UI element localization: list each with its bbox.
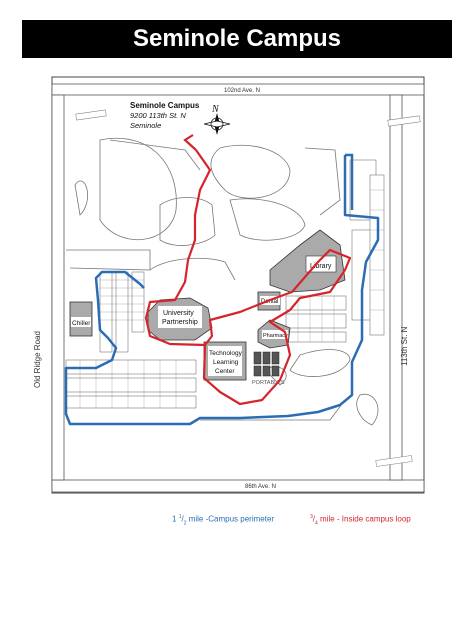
legend-perimeter-text: mile -Campus perimeter [186,514,275,524]
legend-perimeter-den: 2 [183,520,187,527]
legend-inside-loop: 3/4 mile - Inside campus loop [310,514,411,527]
university-label-1: University [163,310,194,317]
road-label-bottom: 86th Ave. N [245,484,276,490]
library-label: Library [310,263,332,270]
legend-loop-num: 3 [310,514,313,520]
university-label-2: Partnership [162,319,198,326]
legend-loop-den: 4 [315,520,318,527]
building-technology-learning-center: Technology Learning Center [203,341,247,381]
legend-perimeter-prefix: 1 [172,514,177,524]
tech-label-2: Learning [213,359,239,366]
legend-perimeter: 1 1/2 mile -Campus perimeter [172,514,275,527]
road-bottom: 86th Ave. N [51,479,425,493]
legend-perimeter-num: 1 [178,514,182,520]
campus-name: Seminole Campus [130,101,200,110]
road-label-right: 113th St. N [400,326,409,366]
road-right: 113th St. N [389,94,409,481]
dental-label: Dental [261,299,278,305]
legend-loop-text: mile - Inside campus loop [317,514,411,524]
campus-city: Seminole [130,121,161,130]
perimeter-route [64,155,380,426]
compass-icon: N [203,104,231,135]
road-label-left: Old Ridge Road [33,331,42,388]
campus-address: 9200 113th St. N [130,111,186,120]
road-left: Old Ridge Road [33,94,65,481]
building-chiller: Chiller [69,301,93,337]
compass-letter: N [211,104,220,115]
pharmacy-label: Pharmacy [263,333,288,339]
chiller-label: Chiller [72,320,91,327]
page-title: Seminole Campus [22,20,452,58]
portables-label: PORTABLES [252,380,285,386]
tech-label-3: Center [215,368,235,375]
road-top: 102nd Ave. N [51,83,425,96]
road-label-top: 102nd Ave. N [224,88,260,94]
inside-loop-route [144,149,352,406]
building-university-partnership: University Partnership [147,297,213,341]
portables: PORTABLES [252,351,285,386]
building-pharmacy: Pharmacy [257,319,291,349]
tech-label-1: Technology [209,350,243,357]
